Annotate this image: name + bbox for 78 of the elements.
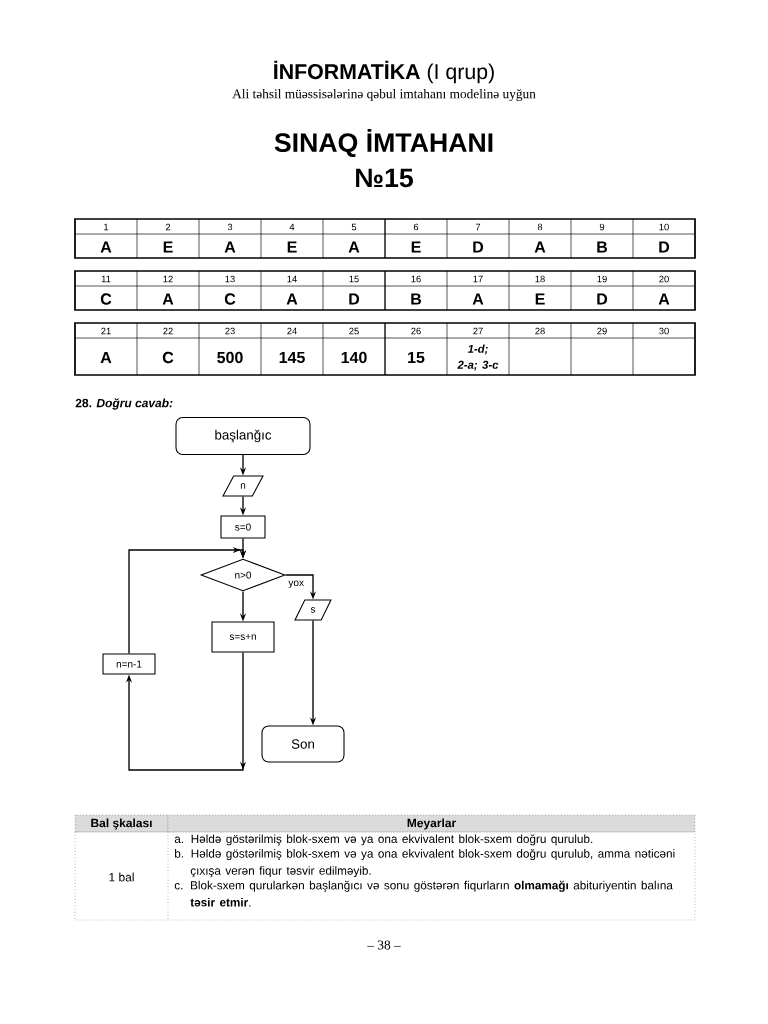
- answer-text: A: [100, 241, 112, 253]
- exam-number: №15: [356, 168, 413, 188]
- question-number: 25: [349, 327, 359, 335]
- answer-text: A: [348, 241, 360, 253]
- question-number: 12: [163, 275, 173, 283]
- score-text: 1 bal: [109, 872, 134, 882]
- input-output-parallelogram: s: [294, 599, 332, 621]
- question-number: 6: [413, 223, 419, 231]
- question-number: 10: [659, 223, 669, 231]
- question-number: 27: [473, 327, 483, 335]
- answer-text: D: [659, 241, 670, 253]
- terminal-box: başlanğıc: [175, 416, 311, 456]
- question-number: 14: [287, 275, 297, 283]
- answer-text: A: [162, 293, 174, 305]
- answer-text: C: [224, 293, 236, 305]
- header-cell: Bal şkalası: [74, 814, 169, 833]
- answer-text: A: [286, 293, 298, 305]
- answer-text: 145: [279, 351, 305, 364]
- answer-text: A: [658, 293, 670, 305]
- question-number: 29: [597, 327, 607, 335]
- answer-text: E: [411, 241, 421, 253]
- question-number: 22: [163, 327, 173, 335]
- process-box: s=s+n: [211, 621, 275, 653]
- answer-text: B: [597, 241, 608, 253]
- question-number: 15: [349, 275, 359, 283]
- process-box: s=0: [220, 515, 266, 539]
- question-number: 3: [227, 223, 233, 231]
- process-box: n=n-1: [102, 653, 156, 675]
- criterion-text: c. Blok-sxem qurularkən başlanğıcı və sonu göstərən fiqurların olmamağı abituriyentin balına təsir etmir.: [174, 880, 673, 907]
- question-number: 8: [537, 223, 543, 231]
- question-number: 1: [104, 223, 109, 231]
- answer-text: 1-d; 2-a; 3-c: [457, 344, 499, 371]
- question-number: 24: [287, 327, 297, 335]
- answer-text: A: [472, 293, 484, 305]
- exam-title: SINAQ İMTAHANI: [274, 128, 493, 158]
- subtitle: Ali təhsil müəssisələrinə qəbul imtahanı modelinə uyğun: [232, 88, 536, 102]
- question-number: 7: [475, 223, 481, 231]
- question-number: 5: [351, 223, 357, 231]
- question-heading: 28. Doğru cavab:: [75, 398, 173, 410]
- question-number: 23: [225, 327, 235, 335]
- answer-text: E: [163, 241, 173, 253]
- answer-text: A: [224, 241, 236, 253]
- criterion-text: a. Həldə göstərilmiş blok-sxem və ya ona ekvivalent blok-sxem doğru qurulub.: [174, 834, 593, 846]
- terminal-box: Son: [261, 725, 345, 763]
- answer-text: A: [100, 352, 112, 363]
- page-title: İNFORMATİKA (I qrup): [274, 60, 494, 84]
- edge-label: yox: [287, 579, 306, 590]
- answer-text: E: [287, 241, 297, 253]
- answer-text: A: [534, 241, 546, 253]
- question-number: 28: [535, 327, 545, 335]
- answer-text: B: [411, 293, 422, 305]
- question-number: 9: [599, 223, 605, 231]
- question-number: 16: [411, 275, 421, 283]
- question-number: 26: [411, 327, 421, 335]
- question-number: 18: [535, 275, 545, 283]
- question-number: 19: [597, 275, 607, 283]
- question-number: 2: [165, 223, 171, 231]
- answer-text: 500: [217, 351, 243, 364]
- answer-text: C: [162, 351, 174, 364]
- question-number: 30: [659, 327, 669, 335]
- question-number: 20: [659, 275, 669, 283]
- answer-text: D: [349, 293, 360, 305]
- question-number: 21: [101, 327, 111, 335]
- answer-text: E: [535, 293, 545, 305]
- input-output-parallelogram: n: [222, 475, 264, 497]
- answer-text: 140: [341, 351, 367, 364]
- arrow: [125, 651, 247, 771]
- answer-text: D: [597, 293, 608, 305]
- question-number: 4: [289, 223, 295, 231]
- answer-text: 15: [408, 351, 425, 364]
- answer-text: C: [100, 293, 112, 305]
- question-number: 17: [473, 275, 483, 283]
- page-number: – 38 –: [367, 940, 401, 950]
- question-number: 13: [225, 275, 235, 283]
- arrow: [128, 546, 247, 655]
- criterion-text: b. Həldə göstərilmiş blok-sxem və ya ona ekvivalent blok-sxem doğru qurulub, amma nəticəni çıxışa verən fiqur təsvir edilməyib.: [175, 848, 675, 878]
- question-number: 11: [101, 275, 111, 283]
- answer-text: D: [473, 241, 484, 253]
